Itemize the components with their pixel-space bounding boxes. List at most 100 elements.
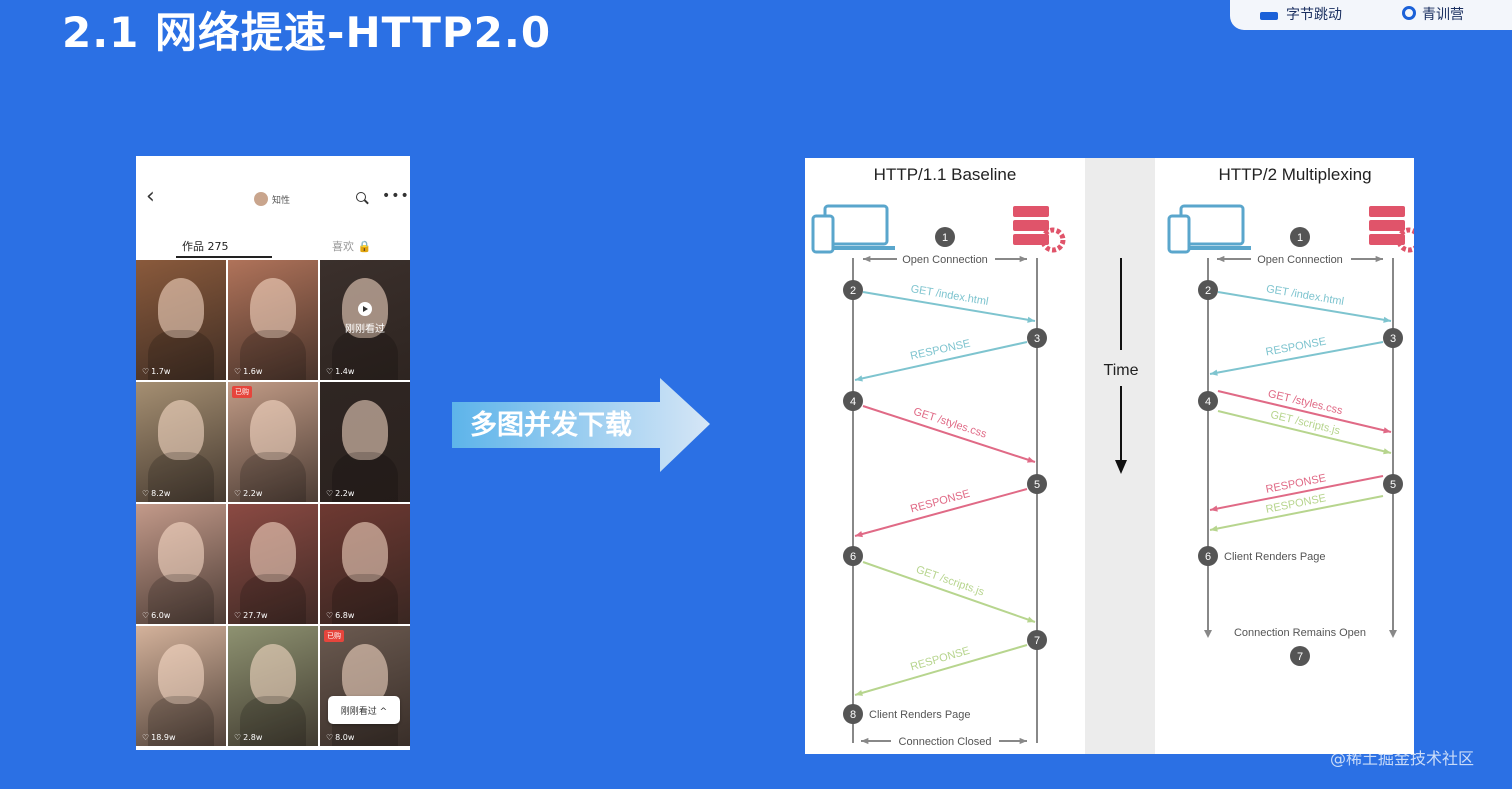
step-number: 1 xyxy=(1297,232,1303,244)
step-marker xyxy=(935,227,955,247)
arrow-head xyxy=(1210,525,1218,532)
message-label: RESPONSE xyxy=(909,645,971,674)
heart-icon: ♡ xyxy=(142,489,150,498)
video-thumbnail[interactable]: ♡6.0w xyxy=(136,504,226,624)
message-arrow xyxy=(1209,495,1384,531)
arrow-head xyxy=(1210,369,1218,376)
message-label: GET /index.html xyxy=(1265,283,1345,308)
step-marker xyxy=(1027,328,1047,348)
arrow-head xyxy=(1210,505,1218,512)
video-thumbnail[interactable]: ♡8.2w xyxy=(136,382,226,502)
step-number: 7 xyxy=(1297,651,1303,663)
like-count: ♡8.0w xyxy=(326,733,354,742)
message-label: RESPONSE xyxy=(909,488,971,516)
arrow-head xyxy=(855,531,863,538)
like-count: ♡6.8w xyxy=(326,611,354,620)
video-thumbnail[interactable]: 已购♡2.2w xyxy=(228,382,318,502)
like-count-value: 18.9w xyxy=(151,733,176,742)
diagram-label: Connection Remains Open xyxy=(1234,627,1366,639)
like-count: ♡1.6w xyxy=(234,367,262,376)
heart-icon: ♡ xyxy=(326,611,334,620)
message-arrow xyxy=(1217,291,1392,322)
video-thumbnail[interactable]: 刚刚看过 ♡1.4w xyxy=(320,260,410,380)
arrow-head xyxy=(855,375,863,382)
back-icon[interactable]: ‹ xyxy=(146,184,155,209)
step-number: 4 xyxy=(850,396,856,408)
tab-underline xyxy=(176,256,272,258)
video-thumbnail[interactable]: ♡18.9w xyxy=(136,626,226,746)
heart-icon: ♡ xyxy=(142,367,150,376)
brand-text-bytedance: 字节跳动 xyxy=(1286,7,1342,23)
arrow-label: 多图并发下载 xyxy=(470,410,632,441)
like-count-value: 2.2w xyxy=(335,489,355,498)
lifeline-end-arrow xyxy=(1389,630,1397,638)
more-icon[interactable]: ••• xyxy=(382,188,410,204)
diagram-label: Open Connection xyxy=(902,254,988,266)
heart-icon: ♡ xyxy=(234,733,242,742)
arrow-head xyxy=(861,737,869,745)
arrow-head xyxy=(1027,616,1035,623)
message-arrow xyxy=(1209,341,1384,375)
step-number: 6 xyxy=(850,551,856,563)
heart-icon: ♡ xyxy=(326,733,334,742)
search-icon[interactable] xyxy=(356,192,366,202)
profile-name: 知性 xyxy=(272,196,291,206)
video-thumbnail[interactable]: ♡2.2w xyxy=(320,382,410,502)
laptop-base-icon xyxy=(1173,246,1251,250)
like-count-value: 2.8w xyxy=(243,733,263,742)
gear-icon xyxy=(1396,227,1414,253)
message-arrow xyxy=(862,561,1036,623)
video-thumbnail[interactable]: ♡1.7w xyxy=(136,260,226,380)
video-thumbnail[interactable]: ♡27.7w xyxy=(228,504,318,624)
tab-likes[interactable]: 喜欢 🔒 xyxy=(332,240,372,253)
message-arrow xyxy=(854,488,1028,537)
server-icon xyxy=(1013,206,1049,217)
step-marker xyxy=(1290,646,1310,666)
video-thumbnail[interactable]: 已购♡8.0w xyxy=(320,626,410,746)
diagram-label: Client Renders Page xyxy=(1224,551,1326,563)
recently-viewed-button[interactable]: 刚刚看过 ^ xyxy=(328,696,400,724)
video-thumbnail[interactable]: ♡6.8w xyxy=(320,504,410,624)
step-marker xyxy=(843,704,863,724)
step-marker xyxy=(1383,328,1403,348)
message-arrow xyxy=(862,291,1036,322)
like-count: ♡1.4w xyxy=(326,367,354,376)
arrow-head xyxy=(1019,255,1027,263)
video-thumbnail[interactable]: ♡1.6w xyxy=(228,260,318,380)
step-number: 1 xyxy=(942,232,948,244)
step-number: 3 xyxy=(1390,333,1396,345)
step-number: 8 xyxy=(850,709,856,721)
arrow-head xyxy=(1027,456,1035,463)
overlay-label: 刚刚看过 xyxy=(345,324,385,335)
diagram-label: Open Connection xyxy=(1257,254,1343,266)
step-marker xyxy=(1027,474,1047,494)
recently-viewed-overlay: 刚刚看过 xyxy=(320,302,410,335)
step-number: 5 xyxy=(1390,479,1396,491)
step-number: 2 xyxy=(1205,285,1211,297)
step-number: 5 xyxy=(1034,479,1040,491)
like-count-value: 1.6w xyxy=(243,367,263,376)
server-icon xyxy=(1013,234,1049,245)
message-arrow xyxy=(862,405,1036,463)
right-title: HTTP/2 Multiplexing xyxy=(1218,165,1371,184)
message-arrow xyxy=(854,644,1028,696)
arrow-head xyxy=(1027,316,1035,323)
phone-icon xyxy=(811,214,835,254)
server-icon xyxy=(1369,220,1405,231)
like-count: ♡27.7w xyxy=(234,611,268,620)
step-marker xyxy=(1383,474,1403,494)
brand-text-camp: 青训营 xyxy=(1422,7,1464,23)
tab-works[interactable]: 作品 275 xyxy=(182,240,229,253)
heart-icon: ♡ xyxy=(234,489,242,498)
phone-icon xyxy=(1167,214,1191,254)
step-marker xyxy=(843,546,863,566)
like-count: ♡2.2w xyxy=(326,489,354,498)
slide-title: 2.1 网络提速-HTTP2.0 xyxy=(62,8,552,57)
bytedance-logo-icon xyxy=(1260,12,1278,20)
like-count-value: 27.7w xyxy=(243,611,268,620)
video-thumbnail[interactable]: ♡2.8w xyxy=(228,626,318,746)
message-label: GET /scripts.js xyxy=(914,564,986,599)
heart-icon: ♡ xyxy=(234,611,242,620)
